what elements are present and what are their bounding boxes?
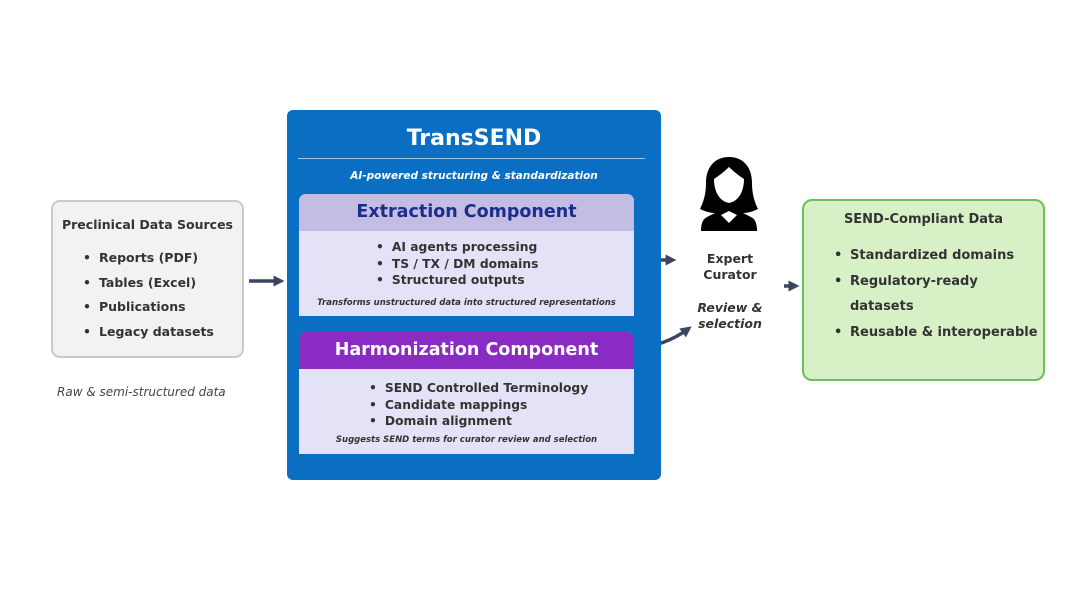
source-item: Legacy datasets <box>83 320 214 345</box>
harmonization-item: SEND Controlled Terminology <box>369 380 588 397</box>
extraction-component: Extraction Component AI agents processin… <box>299 194 634 316</box>
harmonization-title: Harmonization Component <box>299 332 634 369</box>
title-divider <box>298 158 645 159</box>
person-icon <box>700 157 758 231</box>
harmonization-component: Harmonization Component SEND Controlled … <box>299 332 634 454</box>
harmonization-note: Suggests SEND terms for curator review a… <box>335 435 598 445</box>
output-box: SEND-Compliant Data Standardized domains… <box>802 199 1045 381</box>
source-title: Preclinical Data Sources <box>61 217 233 232</box>
source-item: Reports (PDF) <box>83 246 214 271</box>
extraction-list: AI agents processing TS / TX / DM domain… <box>376 239 539 289</box>
transsend-box: TransSEND AI-powered structuring & stand… <box>287 110 661 480</box>
source-item: Tables (Excel) <box>83 271 214 296</box>
output-list: Standardized domains Regulatory-ready da… <box>834 243 1039 345</box>
curator-label: Expert Curator <box>690 251 770 283</box>
extraction-item: Structured outputs <box>376 272 538 289</box>
extraction-item: TS / TX / DM domains <box>376 256 539 273</box>
source-item: Publications <box>83 295 214 320</box>
transsend-title: TransSEND <box>406 126 542 151</box>
curator-subtitle: Review & selection <box>690 300 770 332</box>
source-list: Reports (PDF) Tables (Excel) Publication… <box>83 246 214 344</box>
harmonization-item: Candidate mappings <box>369 397 588 414</box>
output-item: Reusable & interoperable <box>834 320 1039 346</box>
harmonization-list: SEND Controlled Terminology Candidate ma… <box>369 380 588 430</box>
extraction-title: Extraction Component <box>299 194 634 231</box>
curator-label-line: Expert <box>706 251 754 266</box>
source-caption: Raw & semi-structured data <box>57 385 226 399</box>
output-item: Standardized domains <box>834 243 1039 269</box>
harmonization-item: Domain alignment <box>369 413 588 430</box>
curator-subtitle-line: selection <box>698 316 762 331</box>
extraction-item: AI agents processing <box>376 239 538 256</box>
source-box: Preclinical Data Sources Reports (PDF) T… <box>51 200 244 358</box>
transsend-subtitle: AI-powered structuring & standardization <box>350 170 598 182</box>
output-item: Regulatory-ready datasets <box>834 269 1039 320</box>
curator-subtitle-line: Review & <box>697 300 763 315</box>
extraction-note: Transforms unstructured data into struct… <box>317 298 616 308</box>
output-title: SEND-Compliant Data <box>843 212 1004 227</box>
curator-label-line: Curator <box>703 267 757 282</box>
